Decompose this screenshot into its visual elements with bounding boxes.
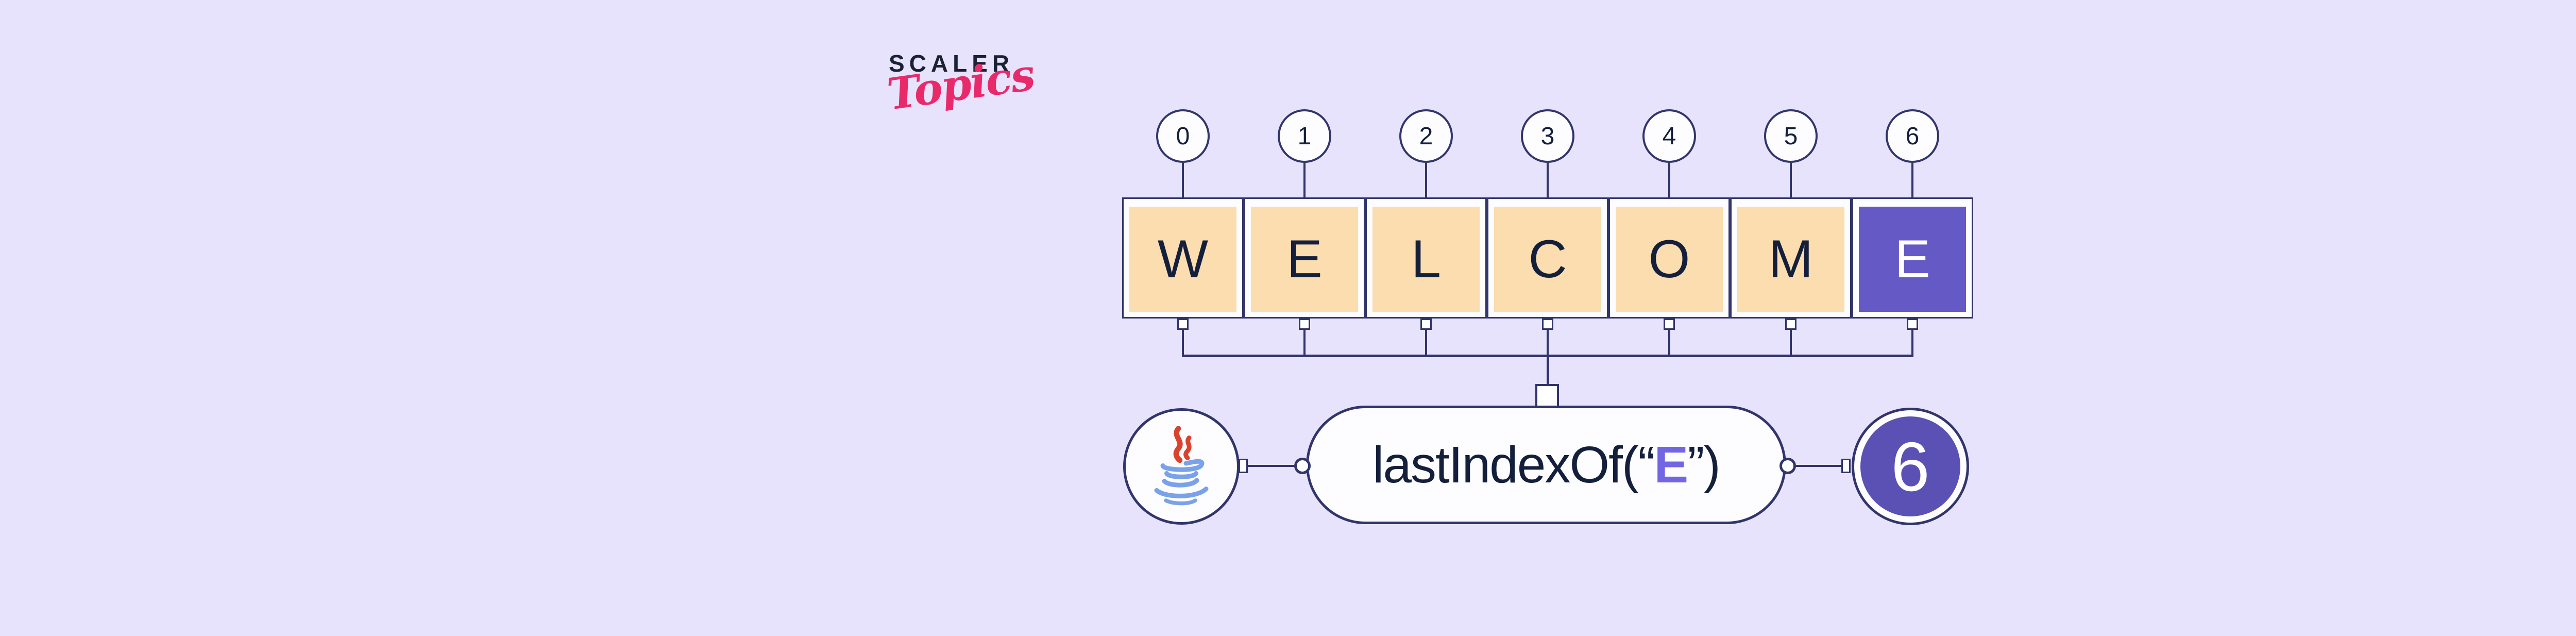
letter-cell-fill: O	[1616, 207, 1723, 312]
java-logo-icon	[1154, 426, 1209, 506]
connector-column	[1365, 319, 1487, 356]
index-connector-line	[1790, 163, 1792, 197]
right-connector-ring	[1780, 458, 1796, 474]
index-column: 4	[1608, 109, 1730, 197]
index-column: 1	[1244, 109, 1365, 197]
cell-connector-square	[1177, 319, 1189, 330]
letter-cell-fill: M	[1737, 207, 1844, 312]
index-column: 3	[1487, 109, 1608, 197]
index-connector-line	[1547, 163, 1549, 197]
scaler-topics-logo: SCALER Topics	[884, 49, 1037, 147]
method-pill: lastIndexOf(“E”)	[1306, 406, 1786, 524]
index-column: 0	[1122, 109, 1244, 197]
left-connector-line	[1248, 465, 1300, 467]
index-number: 6	[1905, 122, 1920, 150]
letter: O	[1648, 229, 1690, 289]
center-connector-square	[1535, 384, 1559, 408]
connector-column	[1852, 319, 1973, 356]
letter-cell: E	[1244, 197, 1365, 319]
center-drop-line	[1547, 356, 1549, 385]
index-connector-line	[1425, 163, 1427, 197]
index-circle: 5	[1764, 109, 1818, 163]
connector-column	[1608, 319, 1730, 356]
cell-connector-line	[1547, 330, 1549, 356]
cell-connector-line	[1425, 330, 1427, 356]
letter: E	[1894, 229, 1930, 289]
cell-connector-line	[1911, 330, 1913, 356]
index-number: 2	[1419, 122, 1433, 150]
letter: W	[1157, 229, 1209, 289]
index-row: 0 1 2 3 4 5 6	[1122, 109, 1973, 197]
index-circle: 2	[1399, 109, 1453, 163]
index-column: 6	[1852, 109, 1973, 197]
index-number: 5	[1784, 122, 1798, 150]
letter-cell: E	[1852, 197, 1973, 319]
letter-cell: O	[1608, 197, 1730, 319]
index-circle: 4	[1642, 109, 1696, 163]
letter-cell-fill: C	[1494, 207, 1601, 312]
letter-cell: L	[1365, 197, 1487, 319]
method-call-prefix: lastIndexOf(“	[1372, 436, 1655, 494]
result-value-badge: 6	[1860, 416, 1960, 516]
java-logo-circle	[1123, 408, 1240, 525]
index-number: 0	[1176, 122, 1190, 150]
index-circle: 6	[1886, 109, 1939, 163]
index-circle: 3	[1521, 109, 1574, 163]
method-call-suffix: ”)	[1687, 436, 1721, 494]
connector-row	[1122, 319, 1973, 356]
cell-connector-line	[1182, 330, 1184, 356]
method-call-text: lastIndexOf(“E”)	[1372, 436, 1721, 495]
index-number: 1	[1297, 122, 1312, 150]
index-column: 5	[1730, 109, 1852, 197]
cell-connector-line	[1303, 330, 1306, 356]
connector-column	[1122, 319, 1244, 356]
cell-connector-square	[1664, 319, 1675, 330]
letter-cell: M	[1730, 197, 1852, 319]
cell-connector-square	[1542, 319, 1553, 330]
index-column: 2	[1365, 109, 1487, 197]
connector-column	[1730, 319, 1852, 356]
index-connector-line	[1182, 163, 1184, 197]
letter-cell-fill: L	[1372, 207, 1480, 312]
connector-column	[1487, 319, 1608, 356]
cell-connector-square	[1420, 319, 1432, 330]
index-number: 3	[1540, 122, 1555, 150]
letter: M	[1768, 229, 1814, 289]
cell-connector-line	[1790, 330, 1792, 356]
letter-cell: W	[1122, 197, 1244, 319]
scaler-wordmark: SCALER	[889, 50, 1014, 77]
cell-connector-square	[1907, 319, 1918, 330]
cell-connector-line	[1668, 330, 1670, 356]
right-connector-square	[1841, 459, 1851, 473]
cell-connector-square	[1785, 319, 1797, 330]
method-argument: E	[1654, 436, 1689, 494]
left-connector-square	[1239, 459, 1248, 473]
letter-cell: C	[1487, 197, 1608, 319]
index-circle: 1	[1278, 109, 1331, 163]
result-value: 6	[1891, 427, 1930, 506]
left-connector-ring	[1294, 458, 1311, 474]
letter-cell-fill: E	[1251, 207, 1358, 312]
index-circle: 0	[1156, 109, 1210, 163]
letter: E	[1286, 229, 1323, 289]
index-connector-line	[1303, 163, 1306, 197]
letter-cell-fill: W	[1129, 207, 1236, 312]
cell-connector-square	[1299, 319, 1310, 330]
result-circle: 6	[1852, 408, 1969, 525]
right-connector-line	[1792, 465, 1843, 467]
letter-cell-fill-highlight: E	[1859, 207, 1966, 312]
connector-column	[1244, 319, 1365, 356]
index-connector-line	[1668, 163, 1670, 197]
letter: C	[1528, 229, 1567, 289]
index-connector-line	[1911, 163, 1913, 197]
letter: L	[1411, 229, 1441, 289]
index-number: 4	[1662, 122, 1676, 150]
